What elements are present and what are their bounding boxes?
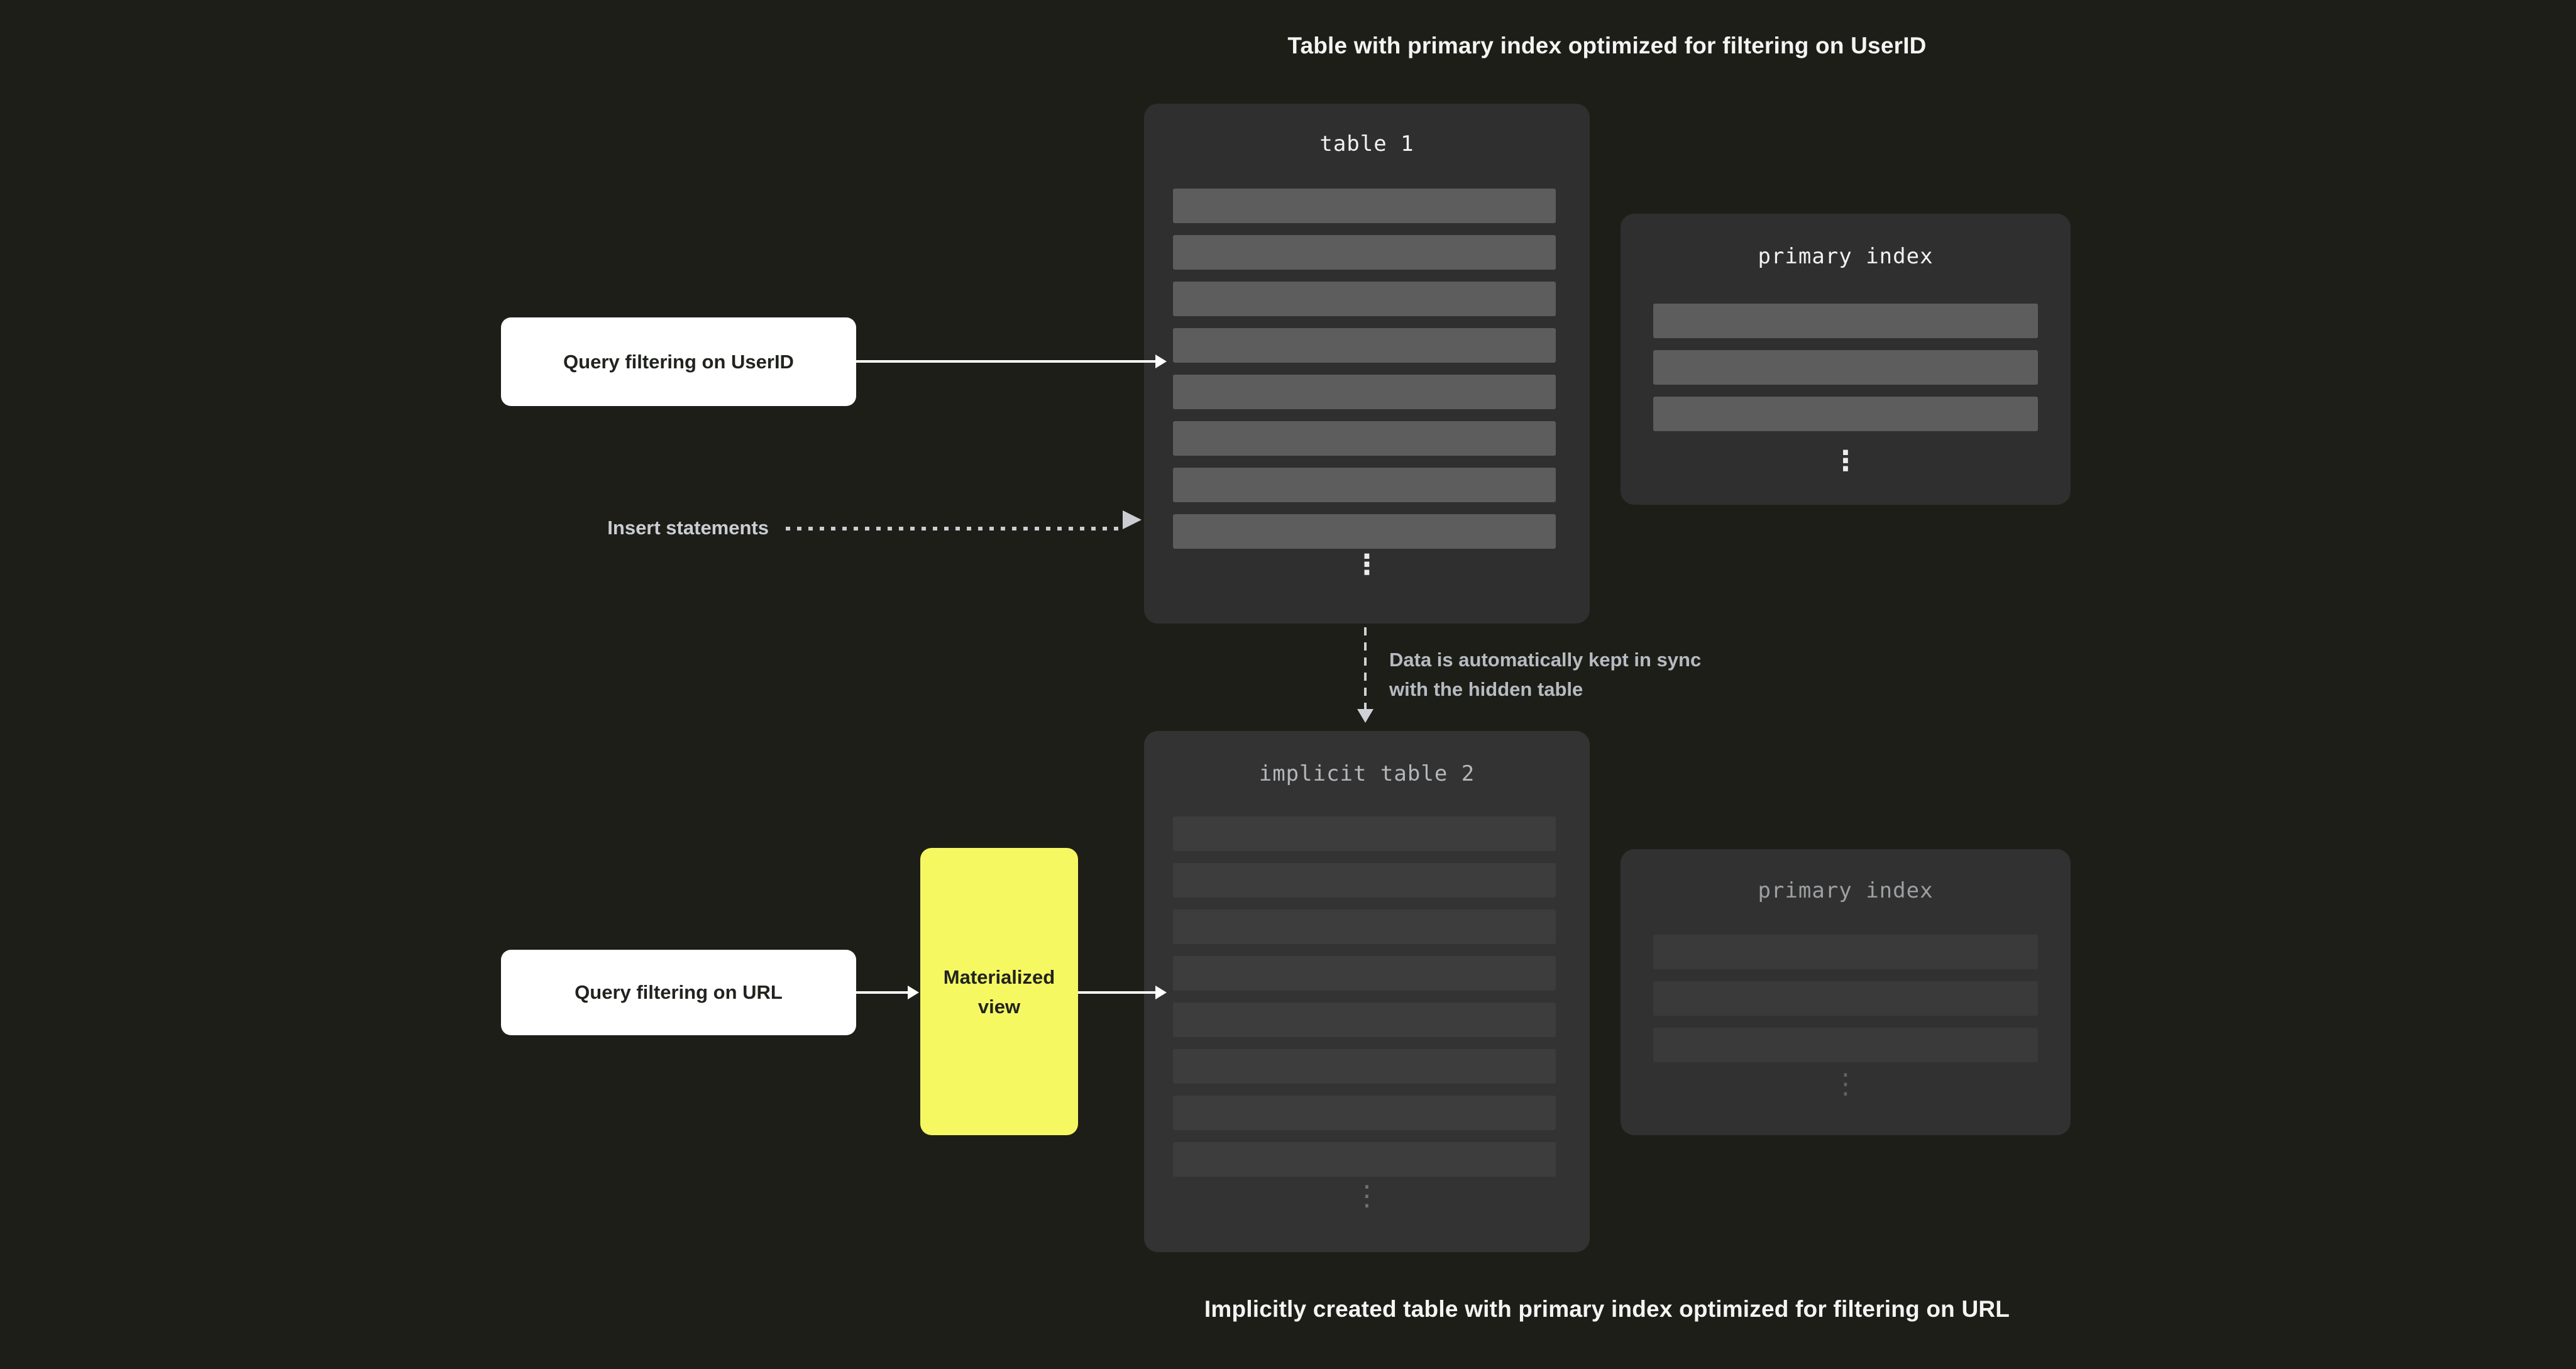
primary-index-1-rows <box>1653 304 2038 431</box>
table1-title: table 1 <box>1319 131 1414 157</box>
implicit-table2-title: implicit table 2 <box>1258 761 1475 786</box>
arrowhead-down-icon <box>1357 709 1373 723</box>
vertical-ellipsis-icon: ⋮ <box>1832 445 1859 477</box>
materialized-view-label: Materialized view <box>943 965 1055 1018</box>
table-row <box>1173 514 1556 549</box>
insert-statements-label: Insert statements <box>607 517 769 539</box>
primary-index-1-panel: primary index ⋮ <box>1621 214 2071 505</box>
table-row <box>1653 1028 2038 1062</box>
table1-panel: table 1 ⋮ <box>1144 104 1590 624</box>
sync-note-line1: Data is automatically kept in sync <box>1389 649 1702 671</box>
bottom-caption: Implicitly created table with primary in… <box>1204 1296 2010 1322</box>
table-row <box>1653 350 2038 385</box>
table-row <box>1173 910 1556 944</box>
table-row <box>1173 189 1556 223</box>
table-row <box>1173 1049 1556 1084</box>
arrowhead-right-icon <box>1155 986 1167 999</box>
sync-note-line2: with the hidden table <box>1389 678 1583 700</box>
table-row <box>1173 1003 1556 1037</box>
query-url-label: Query filtering on URL <box>575 981 783 1003</box>
arrowhead-right-icon <box>908 986 919 999</box>
query-userid-card: Query filtering on UserID <box>501 317 856 406</box>
vertical-ellipsis-icon: ⋮ <box>1353 549 1381 581</box>
table-row <box>1173 282 1556 316</box>
vertical-ellipsis-icon: ⋮ <box>1353 1180 1381 1212</box>
table-row <box>1173 421 1556 456</box>
implicit-table2-panel: implicit table 2 ⋮ <box>1144 731 1590 1252</box>
table-row <box>1173 328 1556 363</box>
table-row <box>1173 375 1556 409</box>
table-row <box>1173 956 1556 991</box>
table-row <box>1173 863 1556 898</box>
implicit-table2-rows <box>1173 816 1556 1177</box>
sync-note: Data is automatically kept in sync with … <box>1389 645 1701 704</box>
arrow-mv-to-table2 <box>1078 991 1157 994</box>
top-caption: Table with primary index optimized for f… <box>1287 33 1927 58</box>
table-row <box>1173 1096 1556 1130</box>
table1-rows <box>1173 189 1556 549</box>
materialized-view-card: Materialized view <box>920 848 1078 1135</box>
arrowhead-right-icon <box>1155 355 1167 368</box>
table-row <box>1173 235 1556 270</box>
dashed-arrow-table1-to-table2 <box>1364 627 1367 709</box>
primary-index-2-title: primary index <box>1758 878 1934 903</box>
table-row <box>1653 935 2038 969</box>
dotted-arrow-insert-to-table1 <box>786 527 1123 531</box>
query-userid-label: Query filtering on UserID <box>563 350 794 373</box>
vertical-ellipsis-icon: ⋮ <box>1832 1068 1859 1100</box>
table-row <box>1653 397 2038 431</box>
table-row <box>1173 816 1556 851</box>
table-row <box>1173 1142 1556 1177</box>
primary-index-2-panel: primary index ⋮ <box>1621 849 2071 1135</box>
primary-index-1-title: primary index <box>1758 244 1934 269</box>
table-row <box>1653 304 2038 338</box>
table-row <box>1653 981 2038 1016</box>
arrowhead-right-icon <box>1123 510 1142 529</box>
query-url-card: Query filtering on URL <box>501 950 856 1035</box>
arrow-query-userid-to-table1 <box>856 360 1157 363</box>
primary-index-2-rows <box>1653 935 2038 1062</box>
arrow-query-url-to-mv <box>856 991 909 994</box>
table-row <box>1173 468 1556 502</box>
